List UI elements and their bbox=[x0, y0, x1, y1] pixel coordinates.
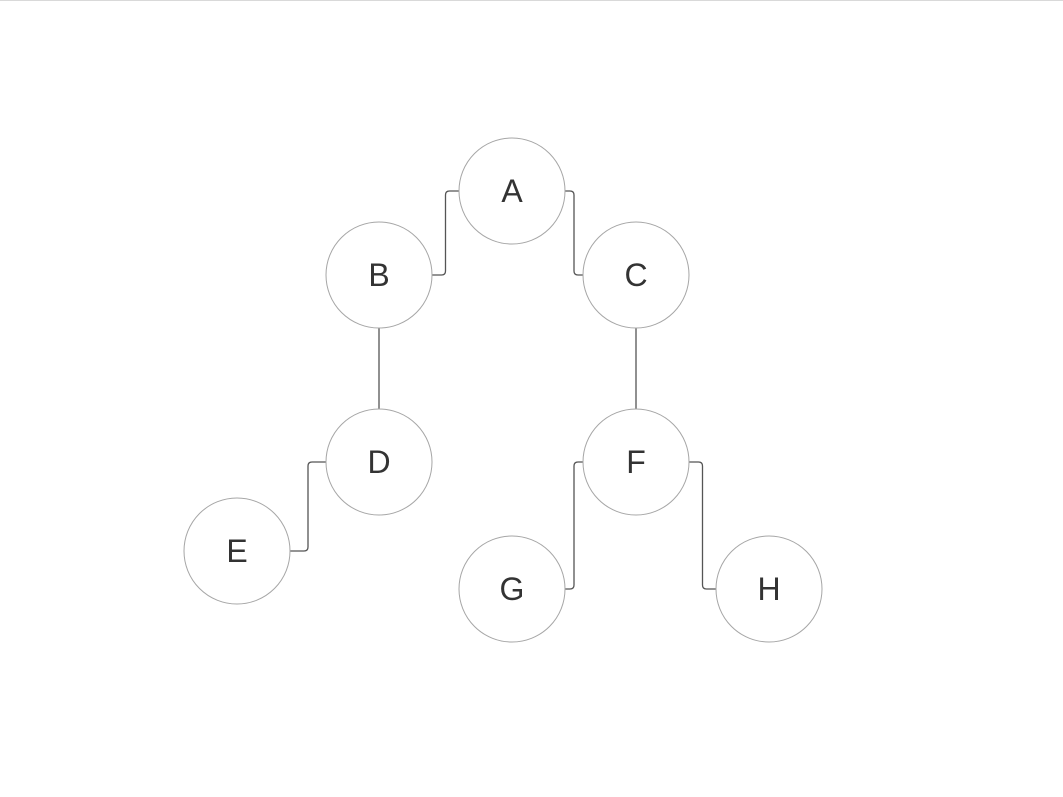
node-b-circle bbox=[325, 221, 433, 329]
edge-d-e bbox=[290, 461, 326, 552]
node-a-label: A bbox=[501, 173, 523, 209]
edges-layer bbox=[290, 190, 716, 590]
edge-a-b bbox=[432, 190, 459, 276]
node-b-label: B bbox=[368, 257, 389, 293]
node-e-circle bbox=[183, 497, 291, 605]
node-f-circle bbox=[582, 408, 690, 516]
node-c-label: C bbox=[624, 257, 647, 293]
edge-a-c bbox=[565, 190, 583, 276]
node-h-circle bbox=[715, 535, 823, 643]
node-g-circle bbox=[458, 535, 566, 643]
node-h-label: H bbox=[757, 571, 780, 607]
node-g-label: G bbox=[500, 571, 525, 607]
node-d-circle bbox=[325, 408, 433, 516]
node-c: C bbox=[582, 221, 690, 329]
node-a: A bbox=[458, 137, 566, 245]
node-c-circle bbox=[582, 221, 690, 329]
edge-f-g bbox=[565, 461, 583, 590]
node-e: E bbox=[183, 497, 291, 605]
node-a-circle bbox=[458, 137, 566, 245]
node-b: B bbox=[325, 221, 433, 329]
node-f: F bbox=[582, 408, 690, 516]
edge-f-h bbox=[689, 461, 716, 590]
node-d: D bbox=[325, 408, 433, 516]
node-g: G bbox=[458, 535, 566, 643]
top-border bbox=[0, 0, 1063, 1]
nodes-layer: A B C D E F G H bbox=[183, 137, 823, 643]
node-d-label: D bbox=[367, 444, 390, 480]
node-f-label: F bbox=[626, 444, 646, 480]
node-h: H bbox=[715, 535, 823, 643]
node-e-label: E bbox=[226, 533, 247, 569]
